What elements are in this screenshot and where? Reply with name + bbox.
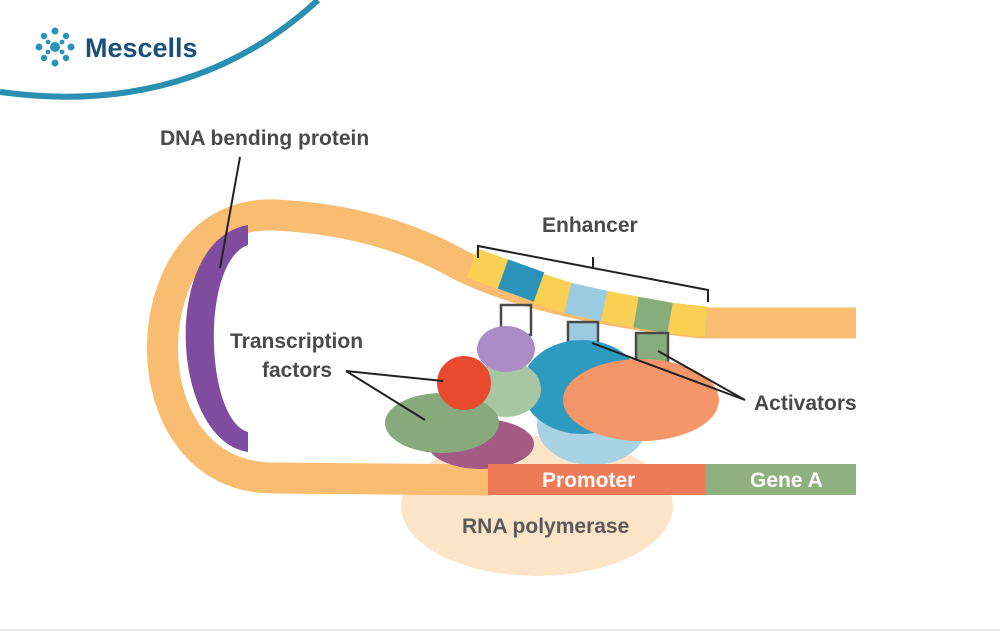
dna-bending-protein <box>185 225 248 452</box>
tf-red <box>437 356 491 410</box>
gene-region <box>706 464 856 495</box>
activator-leader-2 <box>657 350 746 401</box>
label-promoter: Promoter <box>542 469 635 492</box>
activator-leader-1 <box>591 342 746 401</box>
label-enhancer: Enhancer <box>542 214 638 237</box>
footer-divider <box>0 629 1000 631</box>
activator-binding-site-green <box>633 296 673 334</box>
label-activators: Activators <box>754 392 857 415</box>
header-arc <box>0 0 321 100</box>
tf-leader-2 <box>345 370 426 421</box>
enhancer-segments <box>466 248 708 338</box>
activator-binding-site-blue <box>497 259 545 302</box>
bending-protein-leader <box>219 156 241 269</box>
brand-name: Mescells <box>85 33 198 63</box>
activator-orange <box>563 359 719 441</box>
promoter-region <box>488 464 706 495</box>
label-transcription-factors-line1: Transcription <box>230 330 363 353</box>
label-transcription-factors-line2: factors <box>262 359 332 382</box>
activator-binding-site-lightblue <box>564 282 608 322</box>
label-rna-polymerase: RNA polymerase <box>462 515 629 538</box>
label-gene: Gene A <box>750 469 823 492</box>
cell-cluster-icon <box>35 27 75 67</box>
tf-leader-1 <box>345 370 444 382</box>
label-dna-bending-protein: DNA bending protein <box>160 127 369 150</box>
tf-lavender <box>477 326 535 372</box>
